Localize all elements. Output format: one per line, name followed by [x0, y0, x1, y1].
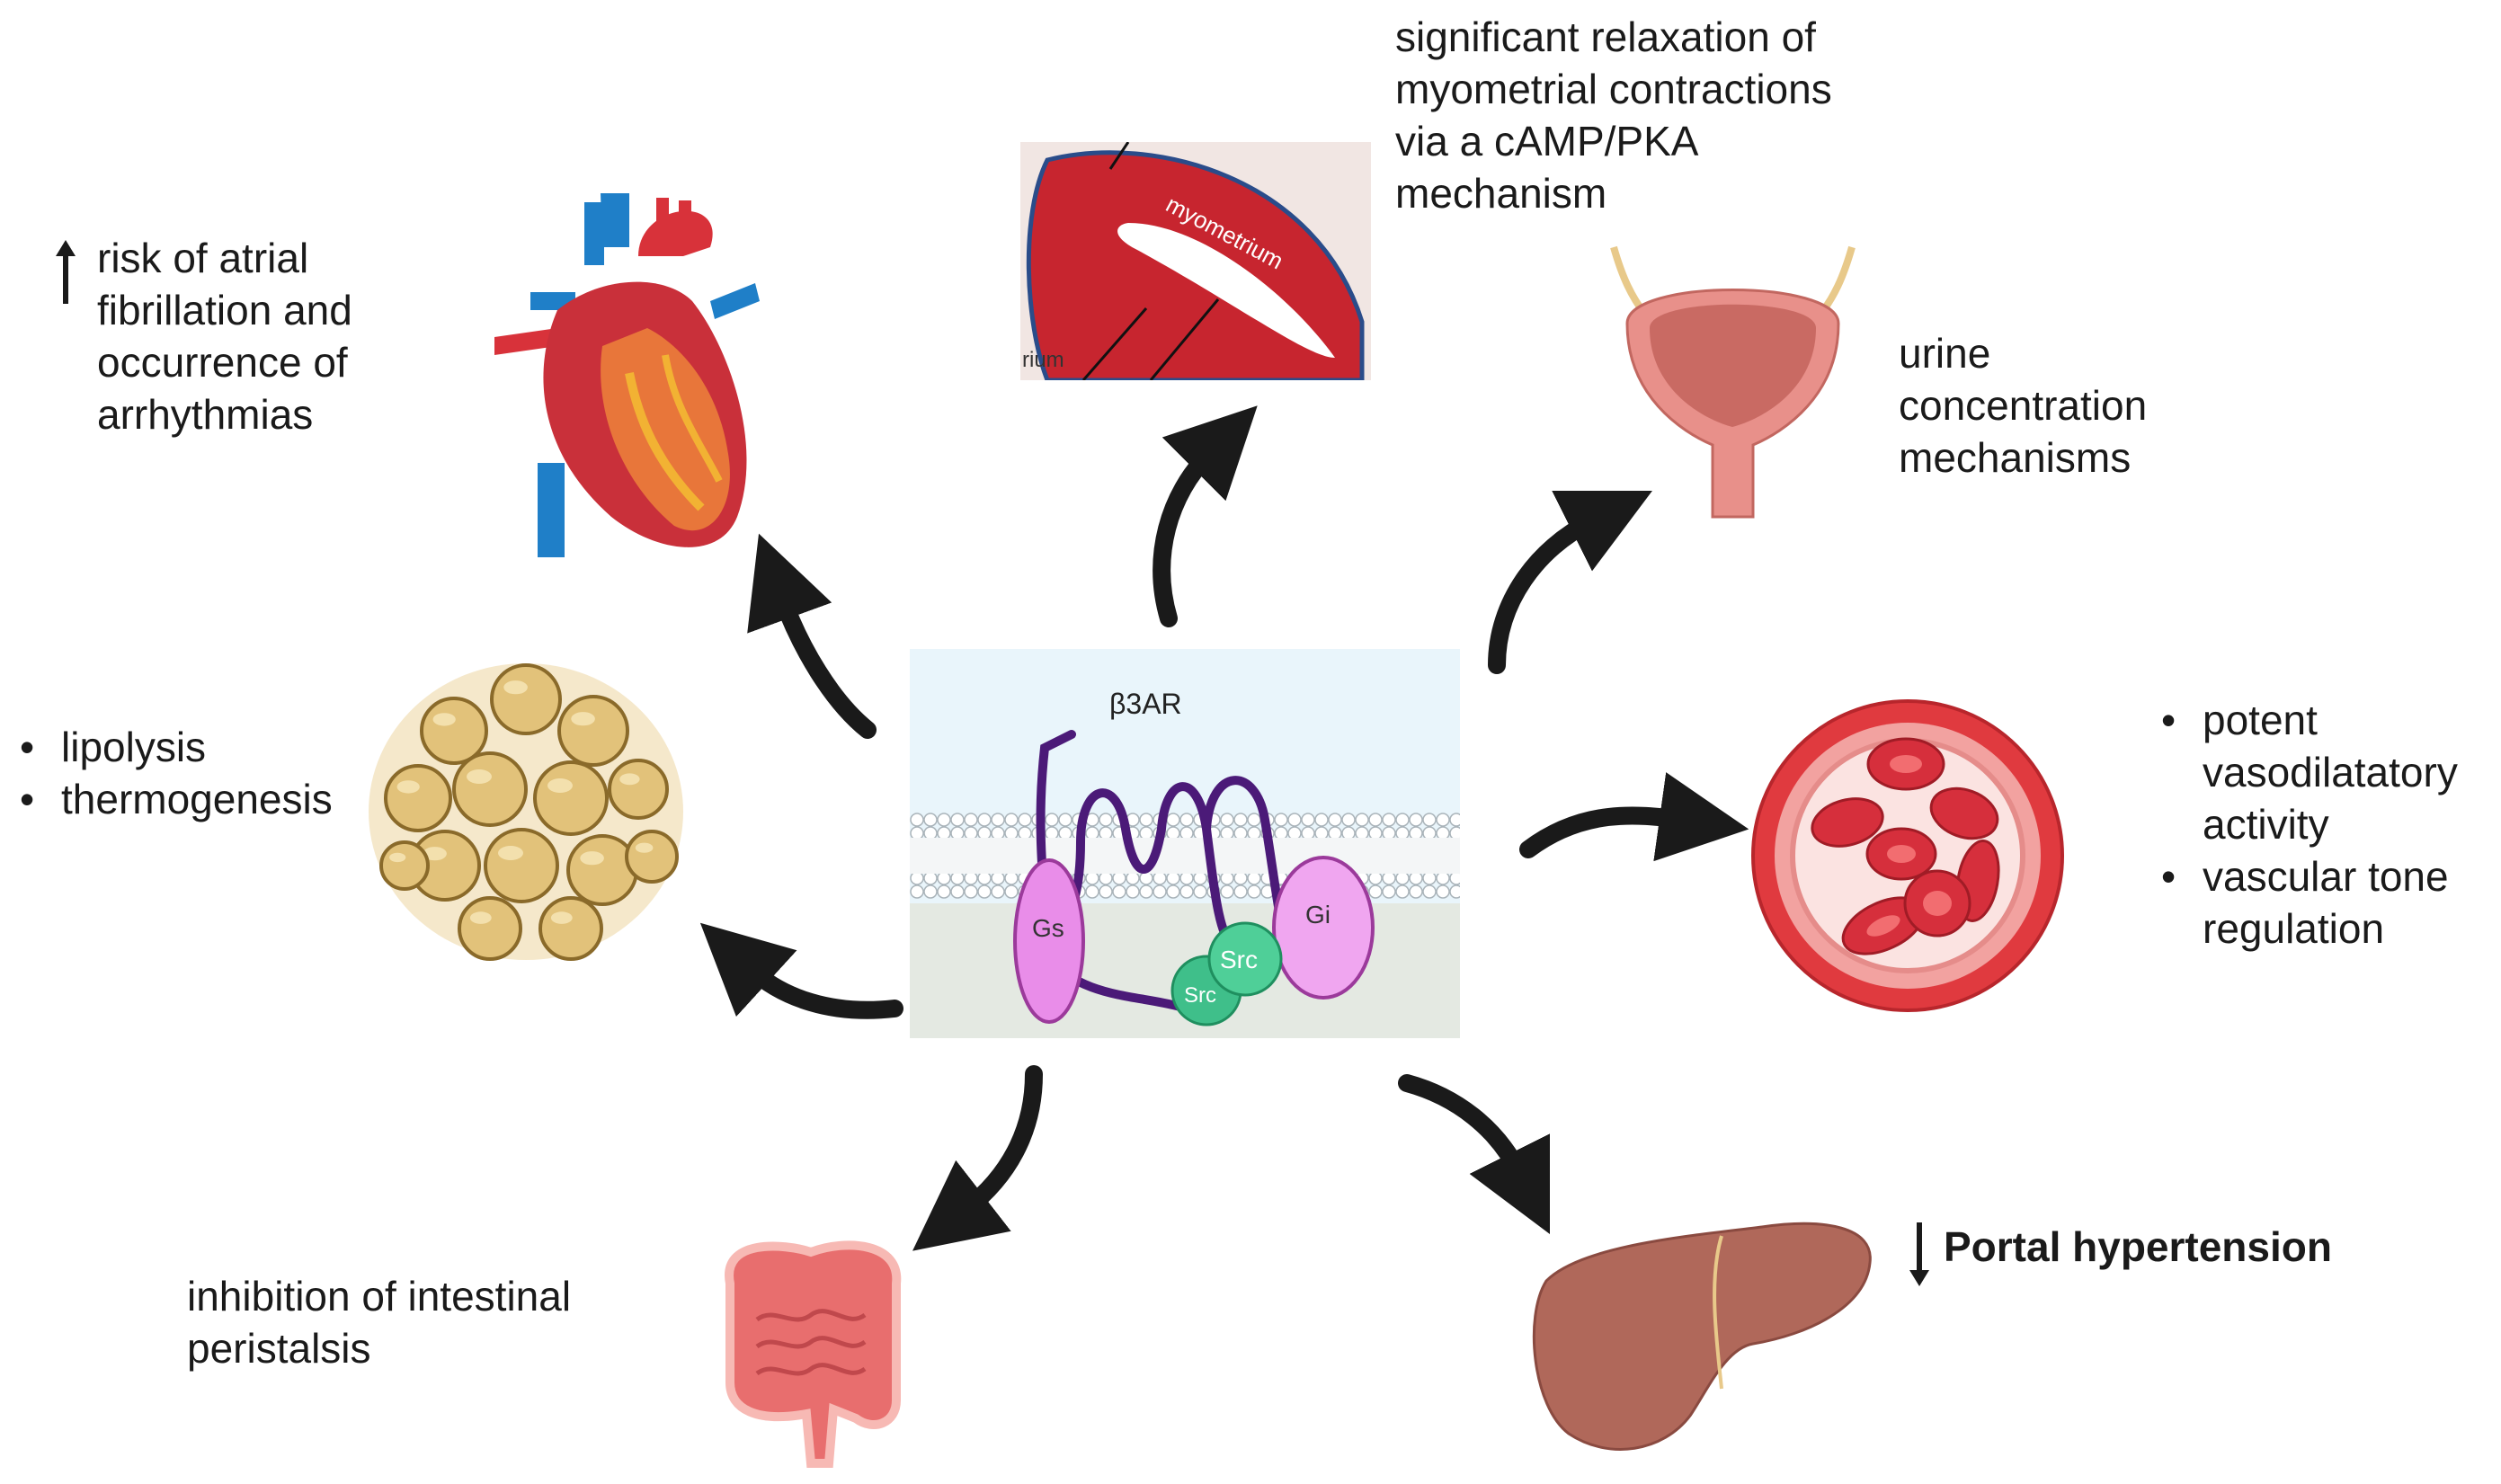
adipose-bullet-1: lipolysis [14, 721, 333, 773]
bladder-effect-text: urine concentration mechanisms [1899, 327, 2147, 484]
receptor-panel: Gs Gi Src Src β3AR [910, 649, 1460, 1038]
gs-protein [1013, 858, 1085, 1024]
gs-label: Gs [1032, 914, 1064, 942]
myometrium-image-label-left: rium [1022, 348, 1064, 372]
bladder-line-3: mechanisms [1899, 434, 2132, 481]
adipose-bullet-2: thermogenesis [14, 773, 333, 825]
bladder-illustration [1610, 245, 1856, 519]
vessel-bullet-2: vascular tone regulation [2156, 850, 2458, 955]
intestine-effect-text: inhibition of intestinal peristalsis [187, 1270, 571, 1374]
heart-line-3: occurrence of [97, 339, 348, 386]
intestine-line-2: peristalsis [187, 1325, 371, 1372]
adipose-effect-list: lipolysis thermogenesis [14, 721, 333, 825]
uterus-line-3: via a cAMP/PKA [1395, 118, 1699, 164]
vessel-bullet-1: potent vasodilatatory activity [2156, 694, 2458, 850]
uterus-line-1: significant relaxation of [1395, 13, 1816, 60]
uterus-effect-text: significant relaxation of myometrial con… [1395, 11, 1832, 219]
liver-illustration [1532, 1222, 1872, 1451]
src-kinase-1 [1207, 921, 1283, 997]
bladder-line-1: urine [1899, 330, 1991, 377]
src-label-2: Src [1184, 983, 1216, 1008]
uterus-line-4: mechanism [1395, 170, 1607, 217]
vessel-effect-list: potent vasodilatatory activity vascular … [2156, 694, 2458, 955]
heart-line-4: arrhythmias [97, 391, 314, 438]
arrow-to-vessel [1519, 772, 1749, 862]
arrow-to-heart [747, 533, 877, 739]
receptor-name: β3AR [1109, 688, 1182, 720]
arrow-to-adipose [699, 922, 903, 1019]
heart-line-1: risk of atrial [97, 235, 309, 281]
heart-effect-text: risk of atrial fibrillation and occurren… [97, 232, 352, 440]
bladder-line-2: concentration [1899, 382, 2148, 429]
gi-protein [1272, 856, 1375, 1000]
arrow-to-bladder [1488, 490, 1652, 674]
blood-vessel-cross-section [1751, 699, 2064, 1012]
src-label-1: Src [1220, 946, 1258, 973]
heart-illustration [494, 193, 760, 557]
gi-label: Gi [1305, 901, 1331, 929]
arrow-to-uterus [1153, 405, 1258, 627]
adipose-cells-illustration [369, 663, 683, 961]
liver-effect-text: Portal hypertension [1944, 1223, 2332, 1270]
heart-line-2: fibrillation and [97, 287, 352, 333]
uterus-line-2: myometrial contractions [1395, 66, 1832, 112]
intestine-illustration [725, 1240, 902, 1468]
intestine-line-1: inhibition of intestinal [187, 1273, 572, 1320]
up-arrow-icon [56, 240, 76, 304]
down-arrow-icon [1909, 1222, 1929, 1286]
myometrium-illustration: myometrium rium [1020, 142, 1371, 380]
arrow-to-intestine [912, 1065, 1043, 1251]
arrow-to-liver [1398, 1074, 1551, 1234]
